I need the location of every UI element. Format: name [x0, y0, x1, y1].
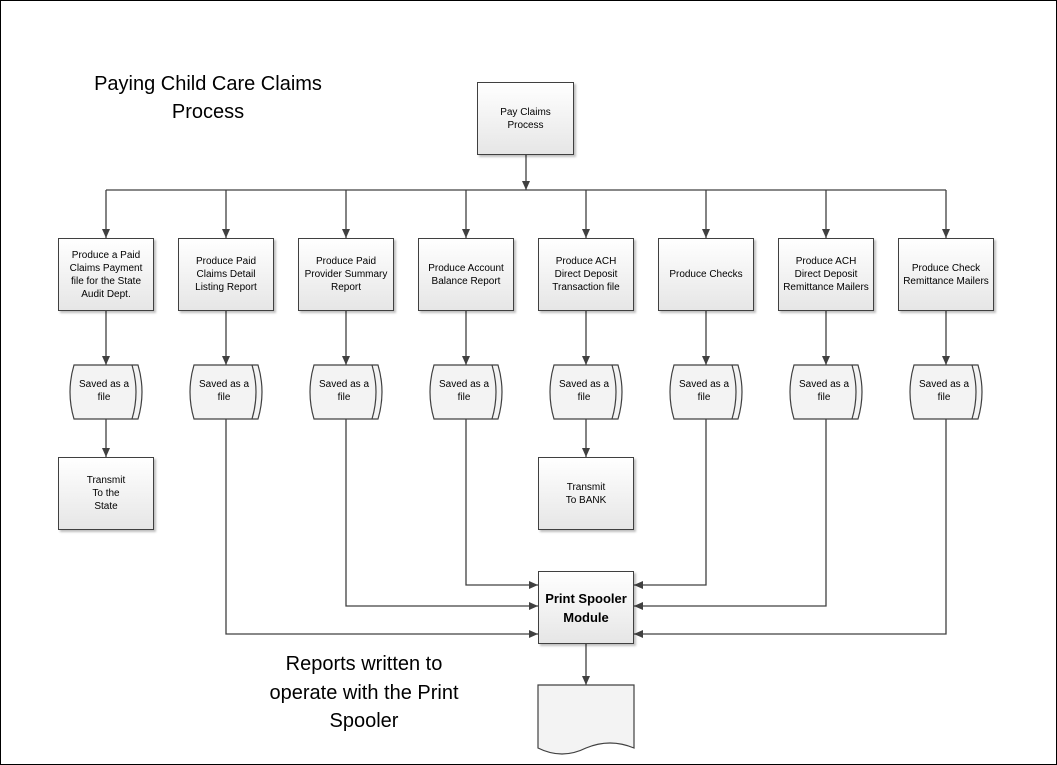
- print-spooler-box: Print Spooler Module: [538, 571, 634, 644]
- transmit-label-5: Transmit To BANK: [565, 481, 607, 506]
- file-to-spooler-3: [345, 419, 538, 610]
- file-storage-label-6: Saved as a file: [678, 379, 730, 403]
- file-storage-label-7: Saved as a file: [798, 379, 850, 403]
- file-storage-label-8: Saved as a file: [918, 379, 970, 403]
- file-storage-6: [669, 364, 743, 420]
- file-to-spooler-4: [465, 419, 538, 589]
- process-box-7: Produce ACH Direct Deposit Remittance Ma…: [778, 238, 874, 311]
- file-storage-5-edge: [611, 364, 617, 420]
- file-storage-3-edge: [371, 364, 377, 420]
- file-storage-2-edge: [251, 364, 257, 420]
- file-storage-label-2: Saved as a file: [198, 379, 250, 403]
- file-storage-3: [309, 364, 383, 420]
- file-to-spooler-7: [634, 419, 827, 610]
- file-storage-5: [549, 364, 623, 420]
- file-storage-label-1: Saved as a file: [78, 379, 130, 403]
- root-process-box: Pay Claims Process: [477, 82, 574, 155]
- file-storage-label-5: Saved as a file: [558, 379, 610, 403]
- process-box-3: Produce Paid Provider Summary Report: [298, 238, 394, 311]
- file-storage-1: [69, 364, 143, 420]
- file-storage-7: [789, 364, 863, 420]
- file-storage-label-4: Saved as a file: [438, 379, 490, 403]
- transmit-box-5: Transmit To BANK: [538, 457, 634, 530]
- transmit-box-1: Transmit To the State: [58, 457, 154, 530]
- report-document-shape: [537, 684, 635, 755]
- process-box-2: Produce Paid Claims Detail Listing Repor…: [178, 238, 274, 311]
- file-storage-4-edge: [491, 364, 497, 420]
- process-label-5: Produce ACH Direct Deposit Transaction f…: [552, 256, 620, 293]
- process-label-6: Produce Checks: [669, 269, 743, 280]
- root-process-label: Pay Claims Process: [500, 106, 551, 131]
- file-storage-1-edge: [131, 364, 137, 420]
- process-label-3: Produce Paid Provider Summary Report: [304, 256, 388, 293]
- process-box-6: Produce Checks: [658, 238, 754, 311]
- file-to-spooler-6: [634, 419, 707, 589]
- process-label-4: Produce Account Balance Report: [428, 262, 504, 287]
- print-spooler-label: Print Spooler Module: [545, 590, 627, 625]
- file-to-spooler-8: [634, 419, 947, 638]
- process-label-2: Produce Paid Claims Detail Listing Repor…: [195, 256, 257, 293]
- file-storage-4: [429, 364, 503, 420]
- file-storage-7-edge: [851, 364, 857, 420]
- process-label-7: Produce ACH Direct Deposit Remittance Ma…: [783, 256, 869, 293]
- process-box-5: Produce ACH Direct Deposit Transaction f…: [538, 238, 634, 311]
- file-storage-6-edge: [731, 364, 737, 420]
- file-storage-2: [189, 364, 263, 420]
- file-storage-8: [909, 364, 983, 420]
- process-box-4: Produce Account Balance Report: [418, 238, 514, 311]
- diagram-title: Paying Child Care Claims Process: [94, 73, 322, 123]
- transmit-label-1: Transmit To the State: [86, 475, 126, 512]
- process-box-1: Produce a Paid Claims Payment file for t…: [58, 238, 154, 311]
- process-label-8: Produce Check Remittance Mailers: [903, 262, 989, 287]
- file-storage-label-3: Saved as a file: [318, 379, 370, 403]
- process-label-1: Produce a Paid Claims Payment file for t…: [69, 249, 143, 300]
- spooler-note: Reports written to operate with the Prin…: [269, 653, 459, 732]
- file-storage-8-edge: [971, 364, 977, 420]
- process-box-8: Produce Check Remittance Mailers: [898, 238, 994, 311]
- file-to-spooler-2: [225, 419, 538, 638]
